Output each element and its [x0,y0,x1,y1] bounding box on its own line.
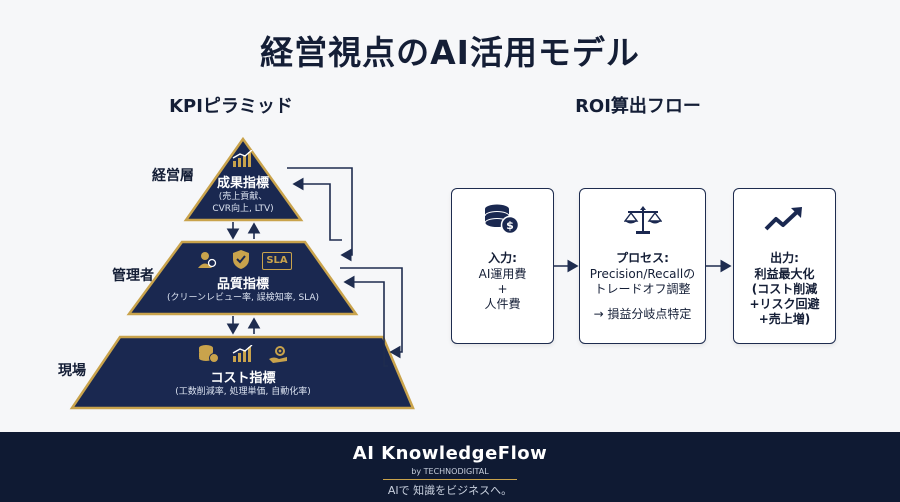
bar-growth-icon [232,150,253,167]
sla-badge-icon: SLA [262,252,292,270]
feedback-loop-top [287,167,353,262]
footer-by: by TECHNODIGITAL [411,467,489,476]
roi-output-label: 出力: [770,251,799,265]
roi-process-line-2: トレードオフ調整 [594,282,691,296]
coin-stack-icon: $ [484,204,520,235]
bar-growth-icon [232,345,253,362]
roi-flow-title: ROI算出フロー [575,96,701,117]
roi-step-output: 出力: 利益最大化 (コスト削減 +リスク回避 +売上増) [733,188,836,344]
roi-output-line-1: 利益最大化 [754,267,815,281]
roi-step-input: $ 入力: AI運用費 + 人件費 [451,188,554,344]
level-label-field: 現場 [58,363,86,379]
tier-bottom-title: コスト指標 [210,371,276,386]
roi-output-line-4: +売上増) [758,312,811,326]
tier-middle-title: 品質指標 [216,277,269,292]
tier-middle-text: 品質指標 (クリーンレビュー率, 誤検知率, SLA) [150,277,336,304]
roi-process-extra: → 損益分岐点特定 [593,307,692,321]
level-label-executive: 経営層 [152,168,194,184]
feedback-loop-bottom [340,267,403,359]
roi-input-line-3: 人件費 [484,297,521,311]
tier-top-text: 成果指標 (売上貢献、 CVR向上, LTV) [193,176,293,215]
roi-input-label: 入力: [488,251,517,265]
level-label-manager: 管理者 [112,268,154,284]
feedback-loop-top-return [292,177,342,241]
tier-middle-detail: (クリーンレビュー率, 誤検知率, SLA) [166,293,320,303]
footer-brand: AI KnowledgeFlow [352,443,548,464]
pyramid-tier-bottom [69,335,415,410]
roi-step-process: プロセス: Precision/Recallの トレードオフ調整 → 損益分岐点… [579,188,706,344]
kpi-pyramid [69,136,732,410]
svg-text:$: $ [506,219,514,232]
tier-bottom-text: コスト指標 (工数削減率, 処理単価, 自動化率) [140,371,346,398]
gear-hand-icon [269,346,287,363]
footer-tagline: AIで 知識をビジネスへ。 [387,484,513,497]
trend-up-icon [764,207,802,231]
footer: AI KnowledgeFlow by TECHNODIGITAL AIで 知識… [0,432,900,502]
footer-divider [383,479,517,480]
pyramid-tier-top [183,136,304,222]
roi-output-line-3: +リスク回避 [749,297,820,311]
balance-scale-icon [624,206,662,234]
roi-input-line-1: AI運用費 [478,267,527,281]
person-gear-icon [198,252,217,268]
pyramid-tier-middle [126,240,359,316]
page-title: 経営視点のAI活用モデル [260,33,640,72]
roi-output-line-2: (コスト削減 [751,282,818,296]
coin-stack-icon [199,345,219,363]
roi-process-label: プロセス: [616,251,669,265]
roi-process-line-1: Precision/Recallの [589,267,696,281]
tier-bottom-detail: (工数削減率, 処理単価, 自動化率) [175,387,311,397]
tier-top-detail: (売上貢献、 CVR向上, LTV) [212,192,274,214]
feedback-loop-bottom-return [343,275,388,367]
shield-check-icon [233,250,249,269]
roi-input-line-2: + [497,282,508,296]
kpi-pyramid-title: KPIピラミッド [169,96,293,117]
tier-top-title: 成果指標 [216,176,269,191]
